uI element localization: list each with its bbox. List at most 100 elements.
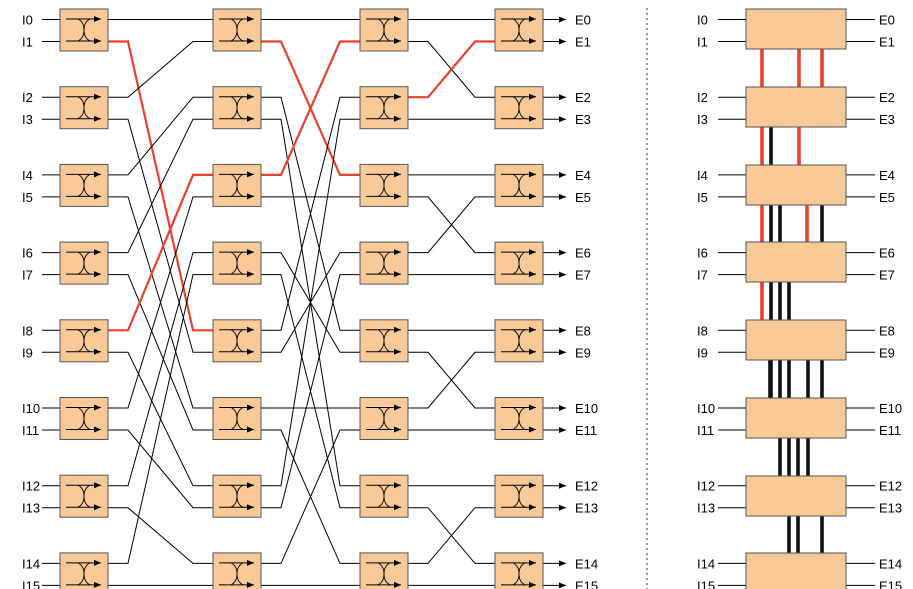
output-label: E1 [575,35,591,50]
output-label: E8 [879,323,895,338]
crossbar-icon [377,251,391,275]
output-label: E12 [879,479,902,494]
output-label: E6 [575,246,591,261]
input-label: I12 [22,479,40,494]
input-label: I9 [697,345,708,360]
input-label: I7 [22,268,33,283]
output-label: E10 [879,401,902,416]
crossbar-icon [512,562,526,586]
input-label: I14 [697,556,715,571]
crossbar-icon [230,96,244,120]
crossbar-icon [77,18,91,42]
input-label: I4 [697,168,708,183]
switch-element [212,319,262,363]
connection-wire [108,41,213,98]
connection-wire [108,196,213,409]
output-label: E12 [575,479,598,494]
switch-element [212,241,262,285]
switch-element [59,241,109,285]
folded-switch-block [745,552,847,589]
input-label: I10 [22,401,40,416]
crossbar-icon [230,484,244,508]
crossbar-icon [77,562,91,586]
input-label: I11 [22,423,39,438]
switch-element [359,8,409,52]
input-label: I8 [697,323,708,338]
switch-element [59,474,109,518]
switch-element [59,8,109,52]
connection-wire [261,118,360,487]
folded-switch-block [745,164,847,206]
switch-element [212,163,262,207]
connection-wire [408,196,495,254]
output-label: E13 [575,501,598,516]
output-label: E5 [575,190,591,205]
output-label: E2 [575,90,591,105]
input-label: I13 [22,501,40,516]
input-label: I13 [697,501,715,516]
switch-element [212,86,262,130]
output-label: E7 [879,268,895,283]
connection-wire [108,96,213,176]
switch-element [494,552,544,589]
output-label: E9 [575,345,591,360]
switch-element [212,552,262,589]
switch-element [212,8,262,52]
crossbar-icon [77,173,91,197]
crossbar-icon [230,329,244,353]
switch-element [494,241,544,285]
input-label: I6 [22,246,33,261]
input-label: I1 [22,35,33,50]
input-label: I0 [22,13,33,28]
switch-element [359,163,409,207]
switch-element [59,552,109,589]
folded-switch-block [745,475,847,517]
connection-wire [108,274,213,431]
input-label: I6 [697,246,708,261]
switch-element [59,86,109,130]
folded-switch-block [745,8,847,50]
crossbar-icon [512,96,526,120]
input-label: I3 [22,112,33,127]
crossbar-icon [230,173,244,197]
output-label: E7 [575,268,591,283]
input-label: I1 [697,35,708,50]
output-label: E3 [575,112,591,127]
switch-element [59,397,109,440]
folded-switch-block [745,319,847,361]
output-label: E5 [879,190,895,205]
output-label: E4 [879,168,895,183]
connection-wire [108,274,213,564]
connection-wire [261,274,360,509]
switch-element [212,474,262,518]
input-label: I10 [697,401,715,416]
input-label: I8 [22,323,33,338]
crossbar-icon [77,407,91,430]
connection-wire [108,507,213,564]
input-label: I15 [22,578,40,589]
switch-element [212,397,262,440]
output-label: E15 [575,578,598,589]
input-label: I2 [22,90,33,105]
folded-switch-block [745,86,847,128]
crossbar-icon [512,329,526,353]
switch-element [494,8,544,52]
crossbar-icon [377,18,391,42]
crossbar-icon [230,407,244,430]
output-label: E11 [879,423,901,438]
output-label: E3 [879,112,895,127]
crossbar-icon [377,562,391,586]
output-label: E11 [575,423,597,438]
input-label: I12 [697,479,715,494]
output-label: E14 [575,556,598,571]
crossbar-icon [512,251,526,275]
right-network: I0I1I2I3I4I5I6I7I8I9I10I11I12I13I14I15E0… [697,8,902,589]
output-label: E6 [879,246,895,261]
left-network: I0I1I2I3I4I5I6I7I8I9I10I11I12I13I14I15E0… [22,8,598,589]
output-label: E0 [575,13,591,28]
crossbar-icon [77,96,91,120]
switch-element [494,86,544,130]
input-label: I15 [697,578,715,589]
crossbar-icon [77,251,91,275]
input-label: I5 [697,190,708,205]
